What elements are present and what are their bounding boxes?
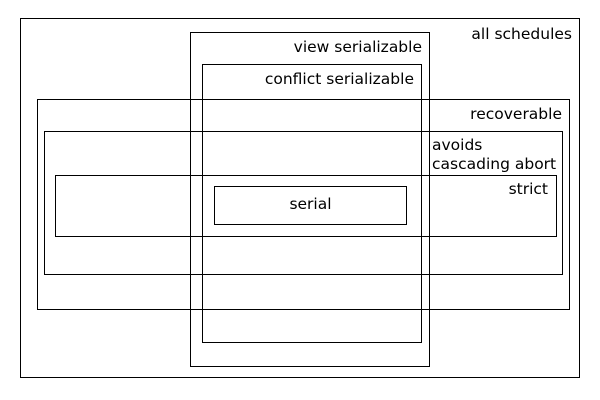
box-conflict-serializable <box>202 64 422 343</box>
box-recoverable <box>37 99 570 310</box>
box-serial <box>214 186 407 225</box>
label-strict: strict <box>508 180 548 198</box>
box-all-schedules <box>20 18 580 378</box>
label-all-schedules: all schedules <box>471 25 572 43</box>
box-strict <box>55 175 557 237</box>
label-view-serializable: view serializable <box>293 38 422 56</box>
label-recoverable: recoverable <box>470 105 562 123</box>
box-view-serializable <box>190 32 430 367</box>
label-conflict-serializable: conflict serializable <box>264 70 414 88</box>
label-serial: serial <box>289 195 332 213</box>
label-avoids-cascading-abort: avoids cascading abort <box>432 136 557 173</box>
box-avoids-cascading-abort <box>44 131 563 275</box>
